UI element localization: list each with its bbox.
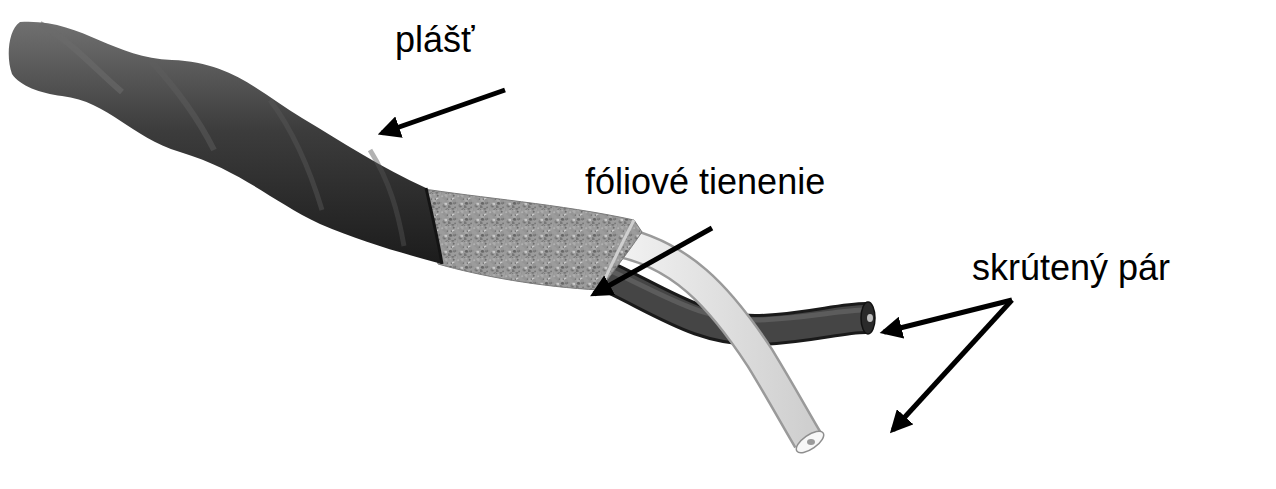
part-label: skrútený pár: [972, 246, 1170, 289]
part-label: fóliové tienenie: [585, 160, 825, 203]
light-wire: [608, 240, 827, 457]
foil-shield: [418, 188, 642, 290]
jacket: [9, 22, 442, 264]
leader-lines: [382, 90, 1012, 430]
part-label: plášť: [395, 18, 475, 61]
